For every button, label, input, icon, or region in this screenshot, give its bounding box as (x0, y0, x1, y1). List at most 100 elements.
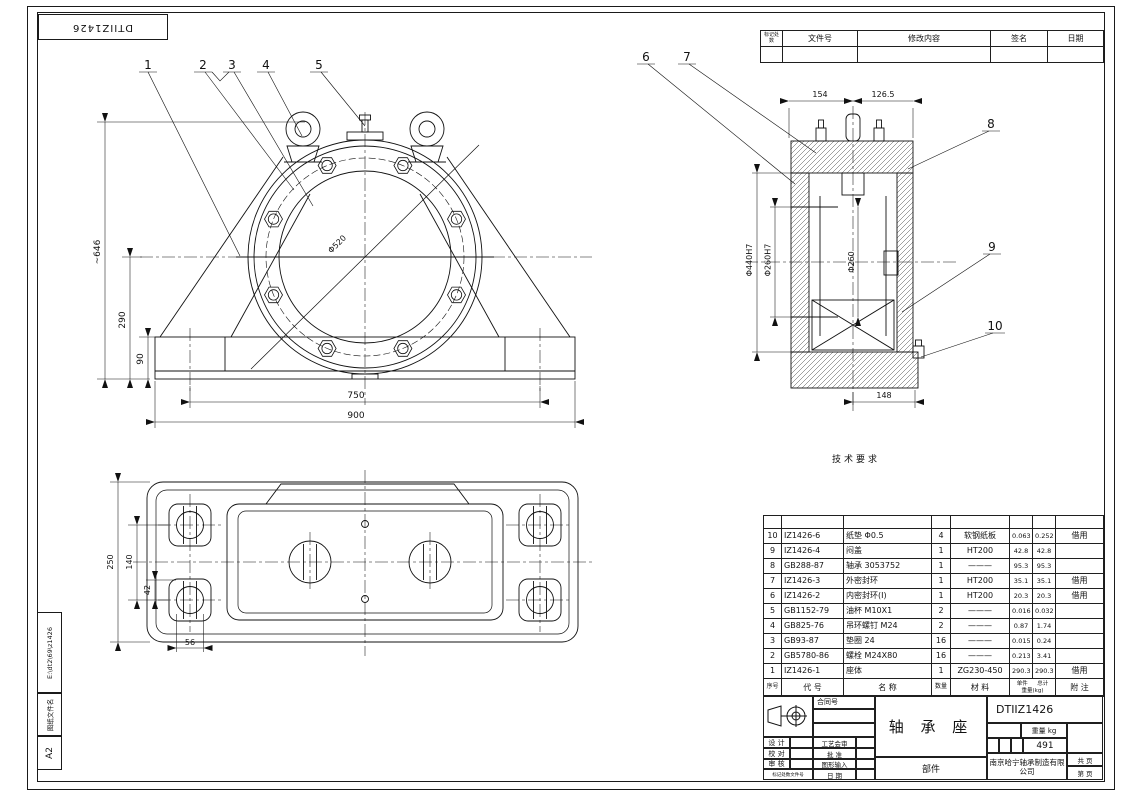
dim-126-5: 126.5 (872, 90, 895, 99)
date-value-cell (856, 769, 875, 780)
contract-row2 (813, 709, 875, 723)
bom-code: IZ1426-4 (781, 543, 844, 559)
part-type: 部件 (875, 757, 987, 780)
bom-unit-weight: 0.213 (1009, 648, 1033, 664)
dim-slot-offset: 42 (143, 585, 152, 595)
bom-row: 10 IZ1426-6 纸垫 Φ0.5 4 软钢纸板 0.063 0.252 借… (763, 528, 1104, 544)
projection-symbol-icon (767, 705, 807, 727)
pages-total: 共 页 (1067, 753, 1103, 766)
bom-material: HT200 (950, 543, 1010, 559)
balloon-4: 4 (262, 58, 270, 72)
bom-header-weight-unit: 重量(kg) (1021, 687, 1044, 694)
bom-remark: 借用 (1055, 588, 1104, 604)
pages-current: 第 页 (1067, 766, 1103, 780)
section-balloon-leaders (637, 63, 1005, 358)
bom-remark: 借用 (1055, 573, 1104, 589)
bom-code: GB288-87 (781, 558, 844, 574)
date-label: 日 期 (813, 769, 856, 780)
pages-blank-cell (1067, 723, 1103, 753)
bom-header-remark: 附 注 (1055, 678, 1104, 697)
projection-symbol-cell (763, 695, 813, 737)
bom-name: 螺栓 M24X80 (843, 648, 932, 664)
contract-row3 (813, 723, 875, 737)
bom-unit-weight: 35.1 (1009, 573, 1033, 589)
balloon-6: 6 (642, 50, 650, 64)
revision-table: 标记处数 文件号 修改内容 签名 日期 (760, 30, 1104, 63)
balloon-8: 8 (987, 117, 995, 131)
bom-qty: 1 (931, 663, 951, 679)
approve-sign-cell (856, 748, 875, 759)
section-view: 154 126.5 Φ440H7 Φ260H7 Φ260 148 6 7 8 9… (637, 50, 1005, 412)
bom-remark (1055, 618, 1104, 634)
bom-header-qty: 数量 (931, 678, 951, 697)
bom-total-weight: 42.8 (1032, 543, 1056, 559)
bom-unit-weight: 290.3 (1009, 663, 1033, 679)
bom-name: 闷盖 (843, 543, 932, 559)
file-label-box: 图纸文件名 (37, 692, 62, 737)
bom-unit-weight: 20.3 (1009, 588, 1033, 604)
dim-slot-width: 56 (185, 638, 195, 647)
design-sign-cell (790, 737, 813, 748)
bom-unit-weight: 95.3 (1009, 558, 1033, 574)
front-view: Φ520 ~646 290 90 750 900 (93, 58, 592, 428)
bom-qty: 4 (931, 528, 951, 544)
dim-seal-bore: Φ260H7 (764, 244, 773, 277)
bom-header-weight: 单件 总计 重量(kg) (1009, 678, 1056, 697)
bom-total-weight: 0.252 (1032, 528, 1056, 544)
bom-header-total-weight: 总计 (1037, 680, 1049, 687)
bom-seq: 5 (763, 603, 782, 619)
bom-qty: 1 (931, 543, 951, 559)
bom-name: 外密封环 (843, 573, 932, 589)
bom-remark (1055, 648, 1104, 664)
balloon-2: 2 (199, 58, 207, 72)
dim-154: 154 (812, 90, 827, 99)
bom-total-weight: 20.3 (1032, 588, 1056, 604)
dim-center-height: 290 (118, 311, 128, 328)
paper-size-box: A2 (37, 735, 62, 770)
bom-code: GB825-76 (781, 618, 844, 634)
dim-depth: 250 (106, 554, 115, 569)
bom-remark (1055, 543, 1104, 559)
bom-remark (1055, 633, 1104, 649)
bom-code: IZ1426-1 (781, 663, 844, 679)
dim-base-height: 90 (136, 353, 146, 365)
bom-material: ——— (950, 648, 1010, 664)
bom-seq: 6 (763, 588, 782, 604)
bom-code: GB93-87 (781, 633, 844, 649)
bom-qty: 1 (931, 573, 951, 589)
doc-number-box: DTIIZ1426 (38, 14, 168, 40)
bom-seq: 2 (763, 648, 782, 664)
weight-blank-cell (987, 723, 1021, 738)
bom-material: ——— (950, 633, 1010, 649)
front-balloon-leaders (139, 71, 366, 257)
bom-table: 10 IZ1426-6 纸垫 Φ0.5 4 软钢纸板 0.063 0.252 借… (763, 515, 1104, 697)
inner-frame (37, 12, 1105, 782)
bom-code: IZ1426-2 (781, 588, 844, 604)
bom-header-unit-weight: 单件 (1016, 680, 1028, 687)
balloon-10: 10 (987, 319, 1002, 333)
company-name: 南京哈宁轴承制造有限公司 (987, 753, 1067, 780)
scale-cell-3 (1011, 738, 1023, 753)
balloon-3: 3 (228, 58, 236, 72)
file-path-box: E:\dt2\69\z1426 (37, 612, 62, 694)
bom-seq: 4 (763, 618, 782, 634)
bom-name: 座体 (843, 663, 932, 679)
bom-unit-weight: 0.063 (1009, 528, 1033, 544)
graphics-sign-cell (856, 759, 875, 769)
bom-header-seq: 序号 (763, 678, 782, 697)
section-dims (752, 98, 924, 408)
audit-label: 审 核 (763, 759, 790, 769)
dim-overall-width: 900 (347, 411, 364, 421)
bom-seq: 1 (763, 663, 782, 679)
bom-material: HT200 (950, 573, 1010, 589)
eyebolt-right (408, 111, 446, 163)
dim-shaft-bore: Φ260 (847, 251, 856, 273)
dim-seat-bore: Φ440H7 (745, 244, 754, 277)
mark-label: 标记处数文件号 (763, 769, 813, 780)
drawing-number: DTIIZ1426 (987, 695, 1103, 723)
bom-row: 8 GB288-87 轴承 3053752 1 ——— 95.3 95.3 (763, 558, 1104, 574)
bottom-dims (110, 473, 213, 652)
bom-unit-weight: 42.8 (1009, 543, 1033, 559)
bom-qty: 16 (931, 633, 951, 649)
